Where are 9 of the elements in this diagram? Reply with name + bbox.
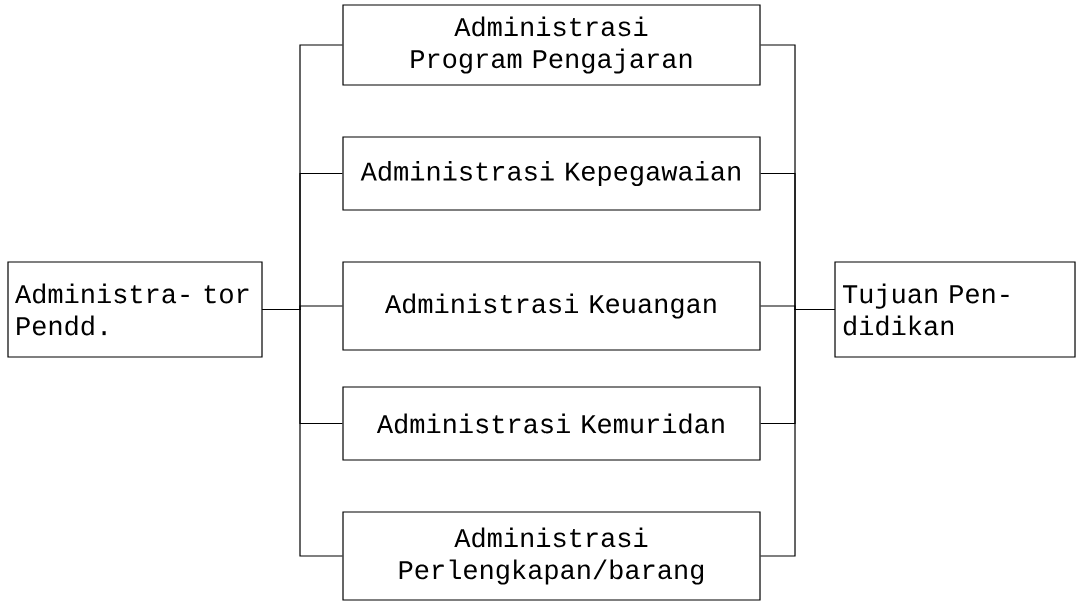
process-box: Administrasi Kepegawaian: [342, 136, 761, 211]
connector: [262, 308, 343, 557]
goal-box: Tujuan Pen- didikan: [834, 261, 1076, 358]
process-box: Administrasi Keuangan: [342, 261, 761, 351]
connector: [760, 308, 835, 557]
process-box: Administrasi Perlengkapan/barang: [342, 511, 761, 601]
source-box: Administra- tor Pendd.: [7, 261, 263, 358]
process-box: Administrasi Kemuridan: [342, 386, 761, 461]
process-box: Administrasi Program Pengajaran: [342, 4, 761, 86]
